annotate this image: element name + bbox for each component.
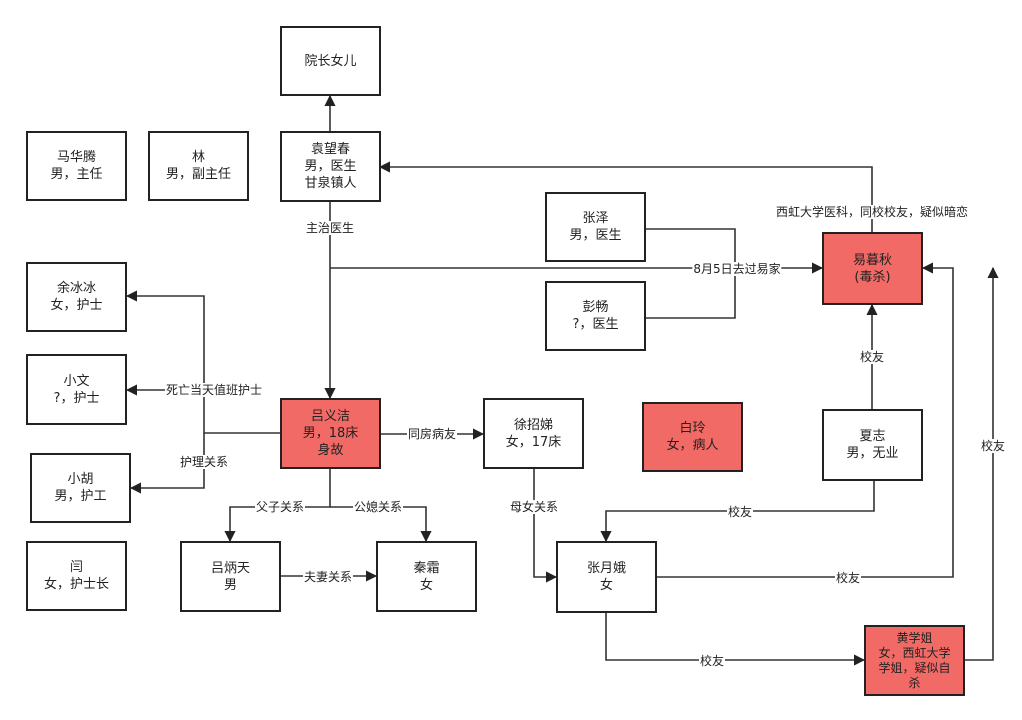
node-bai-ling-info: 女，病人 <box>666 438 719 453</box>
node-zhang-ze-role: 男，医生 <box>569 228 622 243</box>
node-xiao-wen: 小文 ?，护士 <box>26 354 127 425</box>
node-bai-ling-name: 白玲 <box>679 421 706 436</box>
node-xia-zhi: 夏志 男，无业 <box>822 409 923 481</box>
node-lv-yijie: 吕义洁 男，18床 身故 <box>280 398 381 469</box>
node-xiao-hu: 小胡 男，护工 <box>30 453 131 523</box>
node-yuan-wangchun: 袁望春 男，医生 甘泉镇人 <box>280 131 381 202</box>
node-lv-bingtian: 吕炳天 男 <box>180 541 281 612</box>
edge-label-attending-doctor: 主治医生 <box>304 221 356 235</box>
edge-label-same-school-crush: 西虹大学医科，同校校友，疑似暗恋 <box>774 205 970 219</box>
node-lv-yijie-info: 男，18床 <box>302 426 359 441</box>
edge-huang-to-yi <box>964 266 999 661</box>
node-huang-xuejie-info2: 学姐，疑似自 <box>878 660 951 675</box>
node-lin-name: 林 <box>191 150 205 165</box>
node-yuan-wangchun-origin: 甘泉镇人 <box>304 176 357 191</box>
edge-label-alumni-xiazhi-zhang: 校友 <box>726 505 754 519</box>
node-xiao-wen-role: ?，护士 <box>53 390 100 406</box>
edge-label-visited-yi-home: 8月5日去过易家 <box>692 262 782 276</box>
node-yu-bingbing-name: 余冰冰 <box>56 281 96 296</box>
edge-label-alumni-huang-yi: 校友 <box>979 439 1007 453</box>
node-xu-zhaodi: 徐招娣 女，17床 <box>483 398 584 469</box>
node-dean-daughter-line1: 院长女儿 <box>304 53 357 69</box>
node-yuan-wangchun-role: 男，医生 <box>304 159 357 174</box>
node-yan-name: 闫 <box>69 560 83 575</box>
node-huang-xuejie: 黄学姐 女，西虹大学 学姐，疑似自 杀 <box>864 625 965 696</box>
node-lv-bingtian-info: 男 <box>223 577 237 593</box>
node-xia-zhi-name: 夏志 <box>859 429 886 444</box>
edge-label-alumni-zhang-yi: 校友 <box>834 571 862 585</box>
node-dean-daughter: 院长女儿 <box>280 26 381 96</box>
edge-label-father-son: 父子关系 <box>254 500 306 514</box>
node-lin: 林 男，副主任 <box>148 131 249 201</box>
node-qin-shuang-name: 秦霜 <box>413 560 440 576</box>
edge-label-father-in-law: 公媳关系 <box>352 500 404 514</box>
node-huang-xuejie-info3: 杀 <box>908 675 921 690</box>
edge-label-alumni-xiazhi-yi: 校友 <box>858 350 886 364</box>
node-lv-bingtian-name: 吕炳天 <box>210 560 250 576</box>
edge-xu-to-zhang <box>533 469 558 583</box>
node-lin-role: 男，副主任 <box>165 167 231 182</box>
node-yu-bingbing: 余冰冰 女，护士 <box>26 262 127 332</box>
node-lv-yijie-status: 身故 <box>317 443 344 458</box>
edge-label-roommate: 同房病友 <box>406 427 458 441</box>
node-xiao-hu-name: 小胡 <box>67 472 94 487</box>
node-peng-chang-name: 彭畅 <box>582 300 609 315</box>
edge-label-married: 夫妻关系 <box>302 570 354 584</box>
node-huang-xuejie-name: 黄学姐 <box>896 630 933 645</box>
node-ma-huateng: 马华腾 男，主任 <box>26 131 127 201</box>
edge-label-mother-daughter: 母女关系 <box>508 500 560 514</box>
node-lv-yijie-name: 吕义洁 <box>310 409 350 424</box>
edge-zhang-to-yi <box>656 262 954 578</box>
node-yan-role: 女，护士长 <box>43 577 109 592</box>
node-yi-muqiu: 易暮秋 (毒杀) <box>822 232 923 305</box>
node-yuan-wangchun-name: 袁望春 <box>310 142 350 157</box>
node-zhang-yuee-info: 女 <box>599 578 613 593</box>
node-xiao-wen-name: 小文 <box>63 373 90 389</box>
node-xu-zhaodi-info: 女，17床 <box>505 434 562 450</box>
node-yi-muqiu-note: (毒杀) <box>854 269 891 285</box>
node-zhang-yuee-name: 张月娥 <box>586 561 626 576</box>
node-zhang-ze: 张泽 男，医生 <box>545 192 646 262</box>
node-yan: 闫 女，护士长 <box>26 541 127 611</box>
node-peng-chang: 彭畅 ?，医生 <box>545 281 646 351</box>
node-xia-zhi-info: 男，无业 <box>846 446 899 461</box>
edge-label-duty-nurse: 死亡当天值班护士 <box>164 383 264 397</box>
node-xu-zhaodi-name: 徐招娣 <box>513 417 553 433</box>
edge-lv-to-yu <box>125 290 280 434</box>
node-ma-huateng-name: 马华腾 <box>56 150 96 165</box>
node-ma-huateng-role: 男，主任 <box>50 167 103 182</box>
edge-lv-to-xiaohu <box>129 433 205 494</box>
node-qin-shuang-info: 女 <box>419 577 433 593</box>
node-qin-shuang: 秦霜 女 <box>376 541 477 612</box>
node-zhang-ze-name: 张泽 <box>582 211 609 226</box>
node-huang-xuejie-info1: 女，西虹大学 <box>878 645 951 660</box>
node-xiao-hu-role: 男，护工 <box>54 489 107 504</box>
edge-zhang-to-huang <box>605 613 866 666</box>
node-bai-ling: 白玲 女，病人 <box>642 402 743 472</box>
edge-label-alumni-zhang-huang: 校友 <box>698 654 726 668</box>
node-peng-chang-role: ?，医生 <box>572 317 619 332</box>
node-zhang-yuee: 张月娥 女 <box>556 541 657 613</box>
node-yu-bingbing-role: 女，护士 <box>50 298 103 313</box>
edge-label-care-relation: 护理关系 <box>178 455 230 469</box>
node-yi-muqiu-name: 易暮秋 <box>852 252 892 268</box>
